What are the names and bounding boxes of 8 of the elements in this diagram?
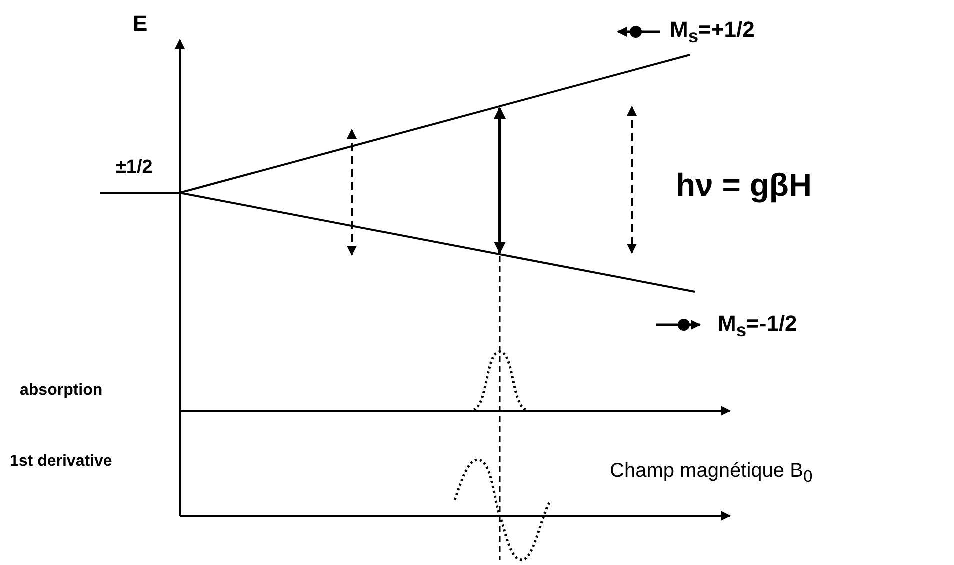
state-label: M$_{s}$=+1/2 [670, 18, 755, 47]
axis-label: Champ magnétique B$_{0}$ [610, 460, 813, 486]
level-label: ±1/2 [116, 158, 153, 179]
state-label: M$_{s}$=-1/2 [718, 312, 798, 341]
trace-label: 1st derivative [10, 453, 112, 471]
equation: hν = gβH [676, 168, 812, 204]
axis-label: E [133, 12, 148, 36]
trace-label: absorption [20, 382, 103, 400]
